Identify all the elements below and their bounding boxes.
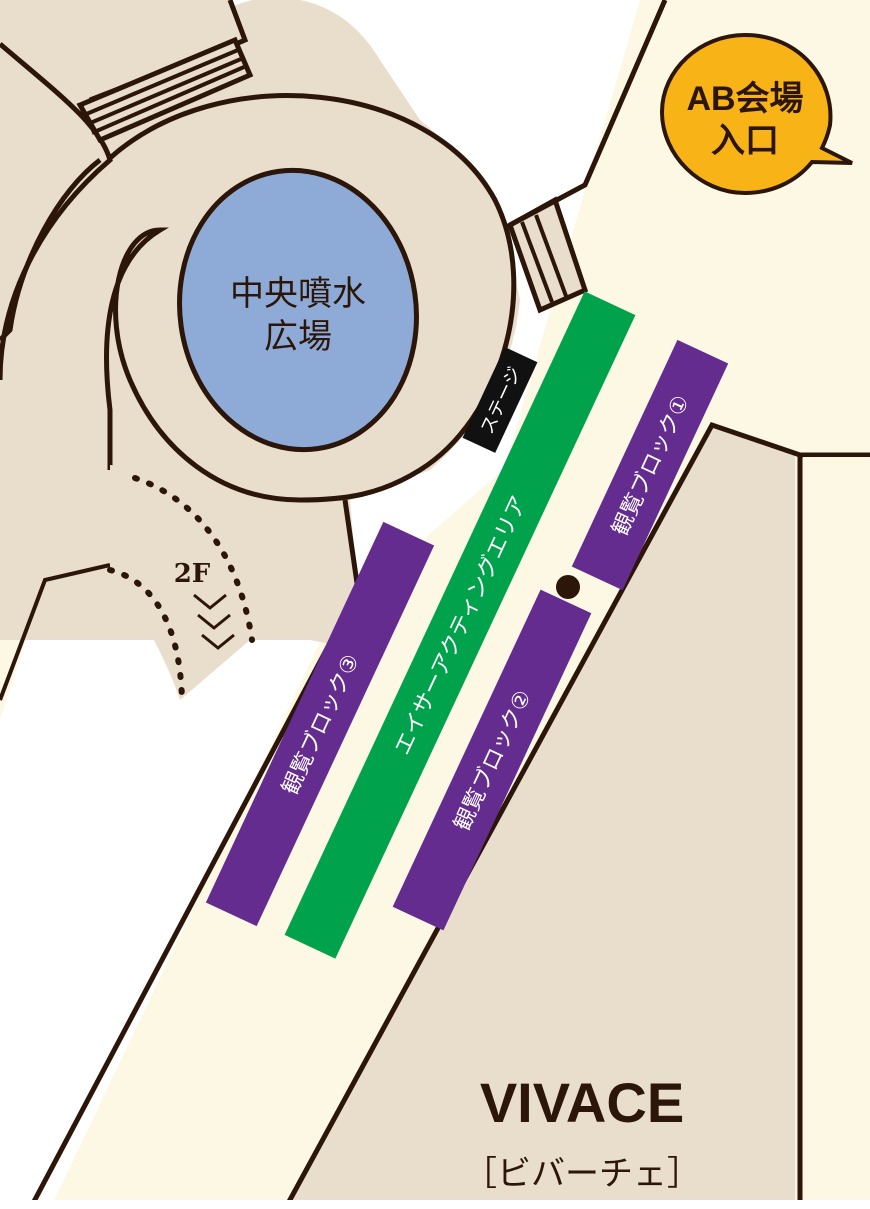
building-name-kana: ［ビバーチェ］ [463, 1154, 701, 1194]
ab-entrance-bubble: AB会場 入口 [659, 32, 853, 196]
corridor-outline [0, 563, 111, 701]
entrance-label-line2: 入口 [711, 122, 779, 160]
floor-2f-area [110, 465, 250, 700]
floor-2f-dotted-upper [132, 475, 255, 643]
left-corridor [0, 560, 340, 1209]
bottom-margin [0, 1200, 870, 1209]
stairs-right [506, 196, 589, 314]
stairs-top [76, 36, 254, 144]
building-name: VIVACE [480, 1071, 684, 1134]
entrance-label-line1: AB会場 [686, 80, 803, 118]
fountain-label-line2: 広場 [264, 317, 332, 357]
fountain-ring [0, 158, 102, 342]
vivace-building [285, 425, 795, 1209]
plaza-boundary-right [508, 0, 668, 228]
chevron-down-stack-icon [193, 593, 235, 650]
right-strip [803, 457, 870, 1209]
vivace-outline [282, 421, 870, 1209]
floor-label: 2F [174, 559, 211, 589]
plaza-outline [0, 42, 113, 381]
pillar-marker [556, 575, 580, 599]
viewing-block-1: 観覧ブロック① [571, 339, 729, 591]
fountain-outer-ring [104, 93, 517, 503]
floor-2f-dotted-lower [107, 567, 185, 703]
fountain-label-line1: 中央噴水 [230, 274, 366, 314]
fountain-plaza [177, 167, 419, 453]
